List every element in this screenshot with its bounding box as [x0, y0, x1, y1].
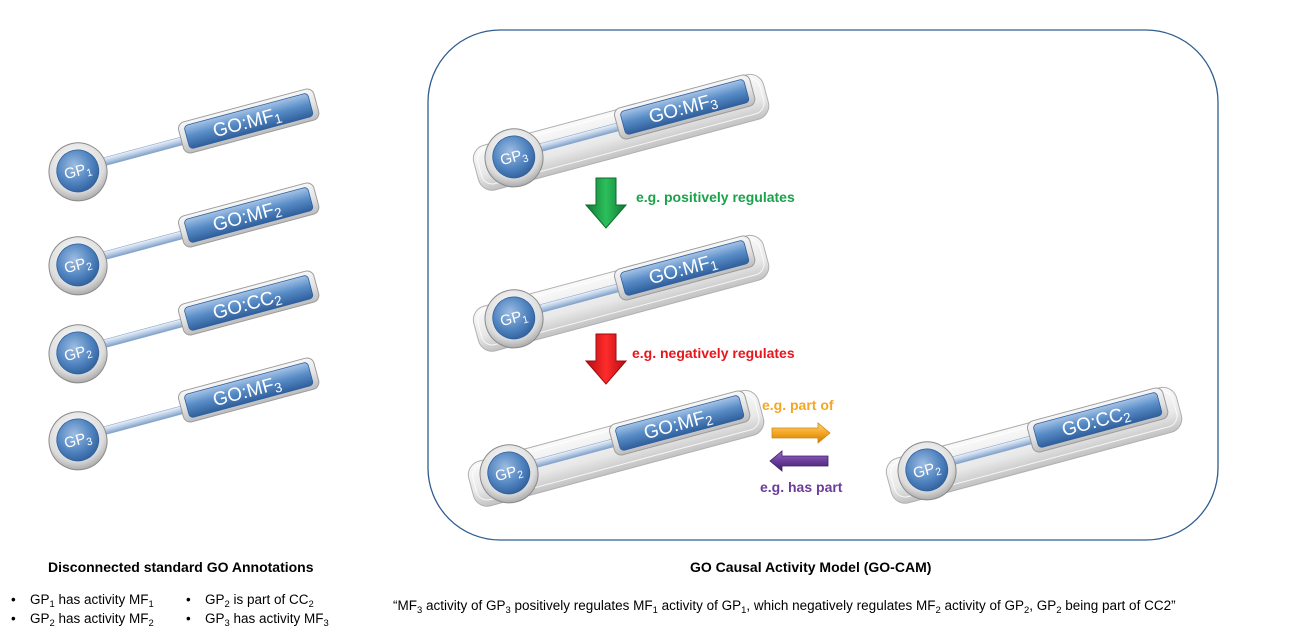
gene-product-label: GP3 [498, 146, 530, 172]
has-part-arrow [769, 450, 829, 472]
go-term-pill [615, 395, 745, 451]
gene-product-disc [56, 418, 100, 462]
bullets-col-1: GP1 has activity MF1 GP2 has activity MF… [8, 590, 154, 628]
part-of-label: e.g. part of [762, 397, 834, 413]
connector-stem [97, 404, 189, 437]
gene-product-label: GP1 [498, 307, 530, 333]
gene-product-label: GP2 [493, 462, 525, 488]
gene-product-disc [56, 331, 100, 375]
gene-product-disc [56, 149, 100, 193]
bullet-gp2-mf2: GP2 has activity MF2 [8, 609, 154, 628]
gene-product-label: GP1 [62, 160, 94, 186]
negatively-regulates-arrow [584, 333, 628, 385]
gene-product-disc [56, 243, 100, 287]
go-term-pill [184, 362, 314, 418]
positively-regulates-arrow [584, 177, 628, 229]
gene-product-label: GP3 [62, 429, 94, 455]
gene-product-disc [492, 296, 536, 340]
go-term-pill [620, 79, 750, 135]
connector-stem [97, 135, 189, 168]
bullet-gp1-mf1: GP1 has activity MF1 [8, 590, 154, 609]
go-term-pill [620, 240, 750, 296]
part-of-arrow [771, 422, 831, 444]
gocam-box [427, 29, 1219, 541]
has-part-label: e.g. has part [760, 479, 843, 495]
go-term-pill [184, 275, 314, 331]
gene-product-label: GP2 [62, 342, 94, 368]
gene-product-label: GP2 [911, 459, 943, 485]
gocam-statement: “MF3 activity of GP3 positively regulate… [393, 598, 1176, 616]
gene-product-label: GP2 [62, 254, 94, 280]
bullet-gp2-cc2: GP2 is part of CC2 [183, 590, 329, 609]
negatively-regulates-label: e.g. negatively regulates [632, 345, 795, 361]
go-term-pill [184, 187, 314, 243]
right-caption: GO Causal Activity Model (GO-CAM) [690, 559, 932, 575]
connector-stem [97, 229, 189, 262]
go-term-pill [1033, 392, 1163, 448]
bullets-col-2: GP2 is part of CC2 GP3 has activity MF3 [183, 590, 329, 628]
connector-stem [97, 317, 189, 350]
gene-product-disc [492, 135, 536, 179]
go-term-pill [184, 93, 314, 149]
gene-product-disc [905, 448, 949, 492]
bullet-gp3-mf3: GP3 has activity MF3 [183, 609, 329, 628]
left-caption: Disconnected standard GO Annotations [48, 559, 314, 575]
positively-regulates-label: e.g. positively regulates [636, 189, 795, 205]
gene-product-disc [487, 451, 531, 495]
